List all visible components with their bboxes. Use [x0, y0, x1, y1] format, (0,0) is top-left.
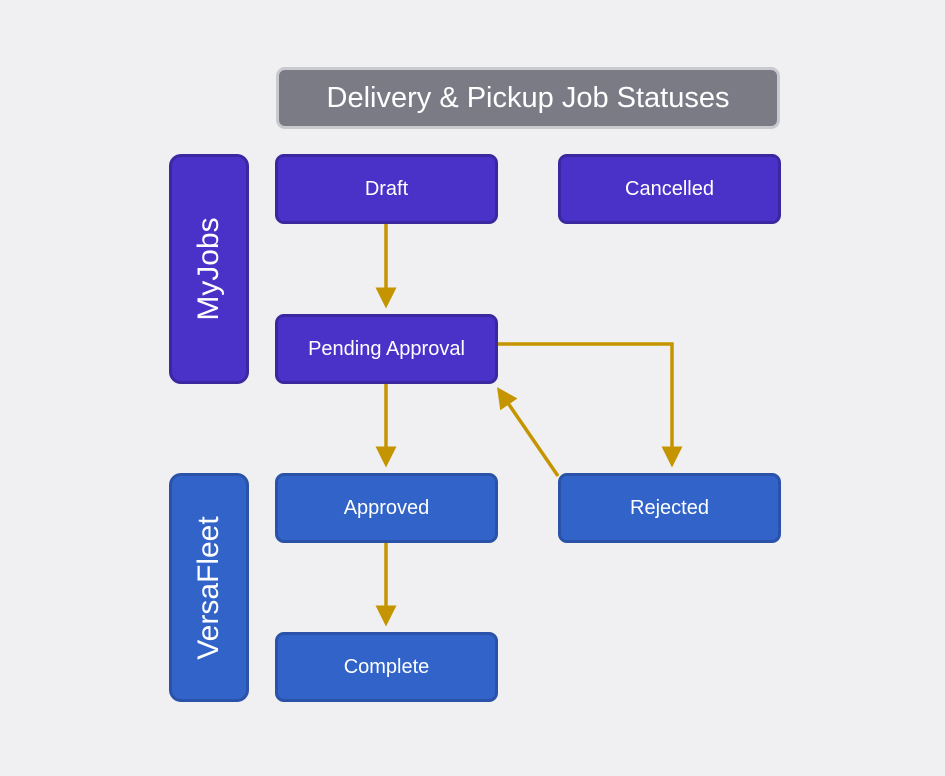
node-rejected: Rejected: [558, 473, 781, 543]
arrow-pending-to-rejected: [498, 342, 683, 468]
lane-label-versafleet: VersaFleet: [169, 473, 249, 702]
node-complete: Complete: [275, 632, 498, 702]
node-draft: Draft: [275, 154, 498, 224]
lane-label-myjobs: MyJobs: [169, 154, 249, 384]
arrow-rejected-to-pending: [497, 387, 560, 477]
node-approved: Approved: [275, 473, 498, 543]
node-pending-approval: Pending Approval: [275, 314, 498, 384]
node-cancelled: Cancelled: [558, 154, 781, 224]
diagram-title: Delivery & Pickup Job Statuses: [276, 67, 780, 129]
